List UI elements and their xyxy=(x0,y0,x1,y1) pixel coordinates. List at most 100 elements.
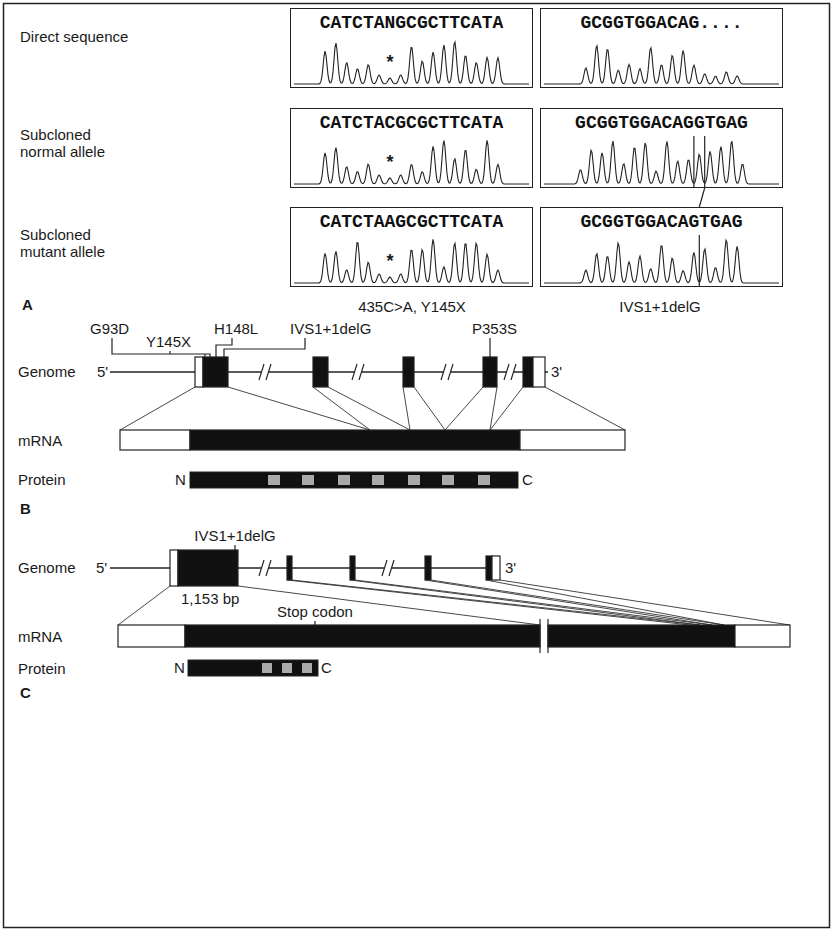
protein-bar xyxy=(478,475,490,485)
splice-line xyxy=(228,387,370,430)
figure-label: mRNA xyxy=(18,432,62,449)
exon-box xyxy=(425,556,431,580)
figure-label: 1,153 bp xyxy=(181,590,239,607)
splice-line xyxy=(490,387,523,430)
protein-bar xyxy=(338,475,350,485)
chromatogram-trace xyxy=(294,239,529,283)
sequence-box: GCGGTGGACAGTGAG xyxy=(540,207,783,287)
figure-label: C xyxy=(522,471,533,488)
exon-box xyxy=(492,556,500,580)
exon-box xyxy=(170,550,178,586)
mrna-bar xyxy=(314,621,315,625)
protein-bar xyxy=(442,475,454,485)
splice-line xyxy=(414,387,445,430)
base-sequence: GCGGTGGACAG.... xyxy=(580,12,742,34)
splice-line xyxy=(500,580,790,625)
protein-bar xyxy=(302,475,314,485)
protein-bar xyxy=(408,475,420,485)
break-mark xyxy=(359,364,364,380)
splice-line xyxy=(445,387,483,430)
figure-label: 5' xyxy=(97,363,108,380)
splice-line xyxy=(238,586,540,625)
exon-box xyxy=(533,357,545,387)
splice-line xyxy=(490,387,497,430)
base-sequence: GCGGTGGACAGGTGAG xyxy=(575,112,748,134)
chromatogram-trace xyxy=(544,46,779,84)
exon-box xyxy=(523,357,533,387)
leader-line xyxy=(169,351,170,354)
exon-box xyxy=(313,357,328,387)
splice-site-marker xyxy=(699,235,700,287)
chromatogram-trace xyxy=(294,140,529,184)
mrna-bar xyxy=(185,625,540,647)
figure-label: G93D xyxy=(90,320,129,337)
splice-line xyxy=(118,586,170,625)
break-mark xyxy=(259,560,264,576)
splice-line xyxy=(313,387,370,430)
genome-line xyxy=(110,371,548,373)
mrna-bar xyxy=(190,430,520,450)
figure-label: 3' xyxy=(505,559,516,576)
base-sequence: GCGGTGGACAGTGAG xyxy=(580,211,742,233)
break-mark xyxy=(504,364,509,380)
mutation-asterisk: * xyxy=(386,253,393,270)
splice-line xyxy=(118,387,790,625)
protein-bar xyxy=(188,472,518,676)
figure-label: Y145X xyxy=(146,333,191,350)
figure-label: Subcloned normal allele xyxy=(20,126,135,160)
figure-label: N xyxy=(174,659,185,676)
base-sequence: CATCTAAGCGCTTCATA xyxy=(320,211,504,233)
break-mark xyxy=(389,560,394,576)
splice-line xyxy=(486,580,724,625)
mrna-bar xyxy=(120,430,190,450)
exon-box xyxy=(403,357,414,387)
figure-label: 5' xyxy=(96,559,107,576)
figure-label: mRNA xyxy=(18,628,62,645)
sequence-box: GCGGTGGACAG.... xyxy=(540,8,783,88)
mrna-bar xyxy=(547,619,548,653)
break-mark xyxy=(259,364,516,576)
mutation-asterisk: * xyxy=(386,154,393,171)
leader-line xyxy=(489,338,490,357)
break-mark xyxy=(448,364,453,380)
sequence-box: CATCTANGCGCTTCATA xyxy=(290,8,533,88)
figure-label: Genome xyxy=(18,363,76,380)
panel-letter: B xyxy=(20,500,31,517)
figure-label: P353S xyxy=(472,320,517,337)
mutation-asterisk: * xyxy=(386,54,393,71)
splice-line xyxy=(328,387,410,430)
break-mark xyxy=(382,560,387,576)
mrna-bar xyxy=(118,430,790,653)
genome-line xyxy=(110,567,500,569)
protein-bar xyxy=(188,660,318,676)
exon-box xyxy=(178,550,238,586)
leader-line xyxy=(224,338,305,357)
leader-line xyxy=(234,545,235,550)
protein-bar xyxy=(302,663,312,673)
splice-line xyxy=(292,580,700,625)
break-mark xyxy=(266,560,271,576)
protein-bar xyxy=(190,472,518,488)
figure-label: IVS1+1delG xyxy=(290,320,371,337)
splice-site-marker xyxy=(693,136,694,188)
break-mark xyxy=(352,364,357,380)
figure-label: C xyxy=(321,659,332,676)
figure-label: Direct sequence xyxy=(20,28,135,45)
mrna-bar xyxy=(118,625,185,647)
splice-line xyxy=(403,387,410,430)
panel-letter: C xyxy=(20,684,31,701)
sequence-box: CATCTACGCGCTTCATA xyxy=(290,108,533,188)
genome-line xyxy=(110,372,548,568)
exon-box xyxy=(170,357,545,586)
exon-box xyxy=(203,357,228,387)
protein-bar xyxy=(282,663,292,673)
splice-line xyxy=(355,580,712,625)
protein-bar xyxy=(262,663,272,673)
chromatogram-trace xyxy=(294,42,529,84)
figure-label: Subcloned mutant allele xyxy=(20,226,135,260)
splice-line xyxy=(425,580,712,625)
splice-site-marker xyxy=(699,188,704,207)
exon-box xyxy=(350,556,355,580)
